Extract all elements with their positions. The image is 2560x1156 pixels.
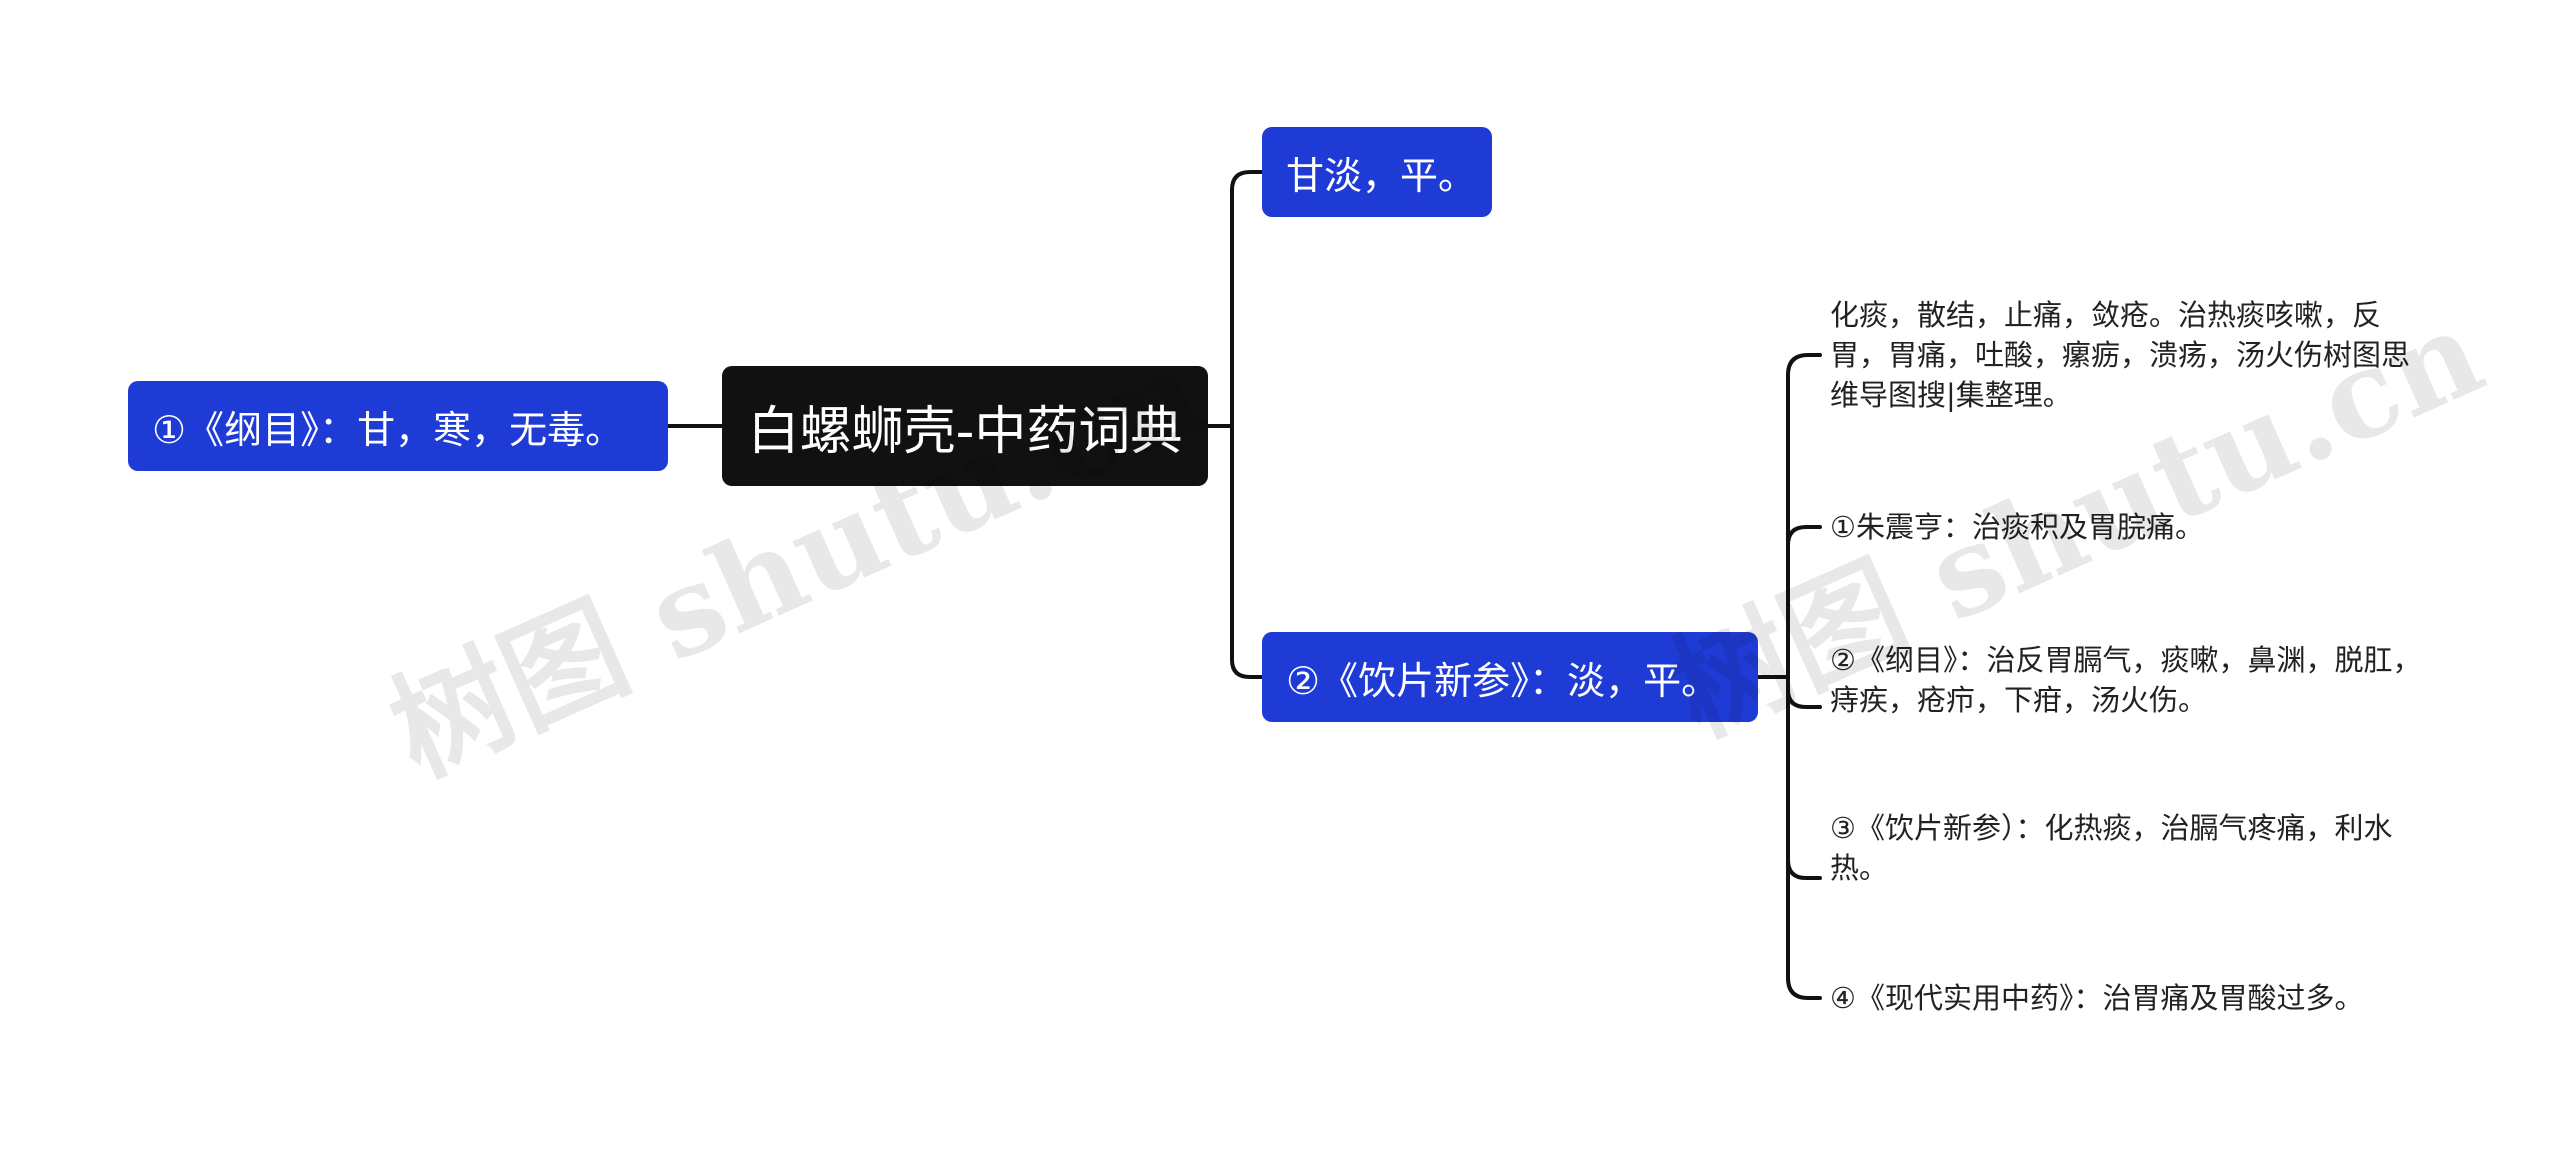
left-branch-label: ①《纲目》：甘，寒，无毒。 bbox=[152, 407, 624, 452]
right-branch-label-2: ②《饮片新参》：淡，平。 bbox=[1286, 658, 1720, 703]
leaf-node-1[interactable]: 化痰，散结，止痛，敛疮。治热痰咳嗽，反胃，胃痛，吐酸，瘰疬，溃疡，汤火伤树图思维… bbox=[1830, 295, 2430, 415]
leaf-node-2[interactable]: ①朱震亨：治痰积及胃脘痛。 bbox=[1830, 507, 2430, 547]
leaf-node-5[interactable]: ④《现代实用中药》：治胃痛及胃酸过多。 bbox=[1830, 978, 2430, 1018]
leaf-node-3[interactable]: ②《纲目》：治反胃膈气，痰嗽，鼻渊，脱肛，痔疾，疮疖，下疳，汤火伤。 bbox=[1830, 640, 2430, 720]
connector-leaf-2 bbox=[1786, 525, 1822, 679]
leaf-label-2: ①朱震亨：治痰积及胃脘痛。 bbox=[1830, 510, 2204, 544]
leaf-label-3: ②《纲目》：治反胃膈气，痰嗽，鼻渊，脱肛，痔疾，疮疖，下疳，汤火伤。 bbox=[1830, 643, 2422, 717]
connector-branch-2 bbox=[1230, 424, 1264, 679]
leaf-label-5: ④《现代实用中药》：治胃痛及胃酸过多。 bbox=[1830, 981, 2364, 1015]
connector-leaf-3 bbox=[1786, 675, 1822, 709]
right-branch-label-1: 甘淡，平。 bbox=[1286, 153, 1477, 198]
root-label: 白螺蛳壳-中药词典 bbox=[747, 401, 1183, 462]
left-branch-node[interactable]: ①《纲目》：甘，寒，无毒。 bbox=[128, 381, 668, 471]
leaf-label-1: 化痰，散结，止痛，敛疮。治热痰咳嗽，反胃，胃痛，吐酸，瘰疬，溃疡，汤火伤树图思维… bbox=[1830, 298, 2411, 412]
connector-leaf-1 bbox=[1786, 353, 1822, 679]
connector-leaf-5 bbox=[1786, 675, 1822, 1000]
connector-branch-1 bbox=[1230, 170, 1264, 428]
right-branch-node-2[interactable]: ②《饮片新参》：淡，平。 bbox=[1262, 632, 1758, 722]
root-node[interactable]: 白螺蛳壳-中药词典 bbox=[722, 366, 1208, 486]
right-branch-node-1[interactable]: 甘淡，平。 bbox=[1262, 127, 1492, 217]
leaf-label-4: ③《饮片新参）：化热痰，治膈气疼痛，利水热。 bbox=[1830, 811, 2393, 885]
leaf-node-4[interactable]: ③《饮片新参）：化热痰，治膈气疼痛，利水热。 bbox=[1830, 808, 2430, 888]
